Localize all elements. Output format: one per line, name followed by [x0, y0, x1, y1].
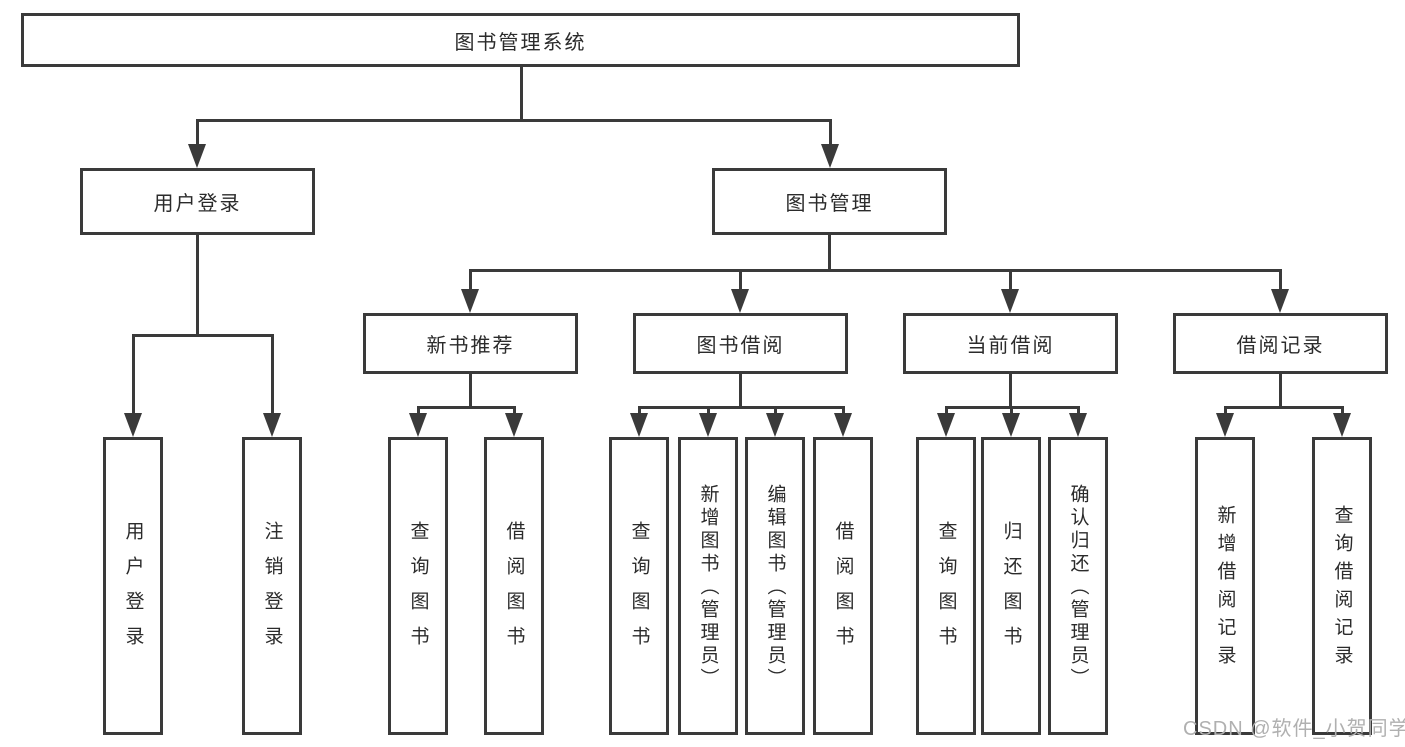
arrow-down-icon [188, 144, 206, 168]
node-label: 借阅图书 [503, 521, 525, 661]
connector-drop [1008, 269, 1012, 297]
node-leaf-user-login: 用户登录 [103, 437, 163, 735]
arrow-down-icon [731, 289, 749, 313]
node-label: 图书管理 [785, 193, 874, 215]
node-book-borrowing: 图书借阅 [633, 313, 848, 374]
connector-bar [1223, 406, 1344, 409]
node-label: 用户登录 [153, 193, 242, 215]
node-label: 查询图书 [628, 521, 650, 661]
arrow-down-icon [1271, 289, 1289, 313]
node-label: 借阅记录 [1236, 335, 1325, 357]
arrow-down-icon [1333, 413, 1351, 437]
node-leaf-query-borrow-record: 查询借阅记录 [1312, 437, 1372, 735]
connector-stem [519, 67, 523, 122]
node-leaf-borrow-books-2: 借阅图书 [813, 437, 873, 735]
node-leaf-edit-books-admin: 编辑图书（管理员） [745, 437, 805, 735]
connector-drop [270, 334, 274, 421]
connector-bar [131, 334, 274, 337]
node-label: 查询借阅记录 [1331, 505, 1353, 673]
node-label: 归还图书 [1000, 521, 1022, 661]
connector-drop [1278, 269, 1282, 297]
node-leaf-borrow-books-1: 借阅图书 [484, 437, 544, 735]
node-label: 新增借阅记录 [1214, 505, 1236, 673]
node-label: 新书推荐 [426, 335, 515, 357]
connector-drop [468, 269, 472, 297]
node-leaf-query-books-2: 查询图书 [609, 437, 669, 735]
node-label: 查询图书 [407, 521, 429, 661]
connector-stem [1008, 374, 1012, 409]
arrow-down-icon [766, 413, 784, 437]
watermark: CSDN @软件_小贺同学 [1183, 718, 1405, 740]
arrow-down-icon [505, 413, 523, 437]
connector-stem [738, 374, 742, 409]
arrow-down-icon [834, 413, 852, 437]
connector-drop [195, 119, 199, 152]
node-label: 当前借阅 [966, 335, 1055, 357]
connector-stem [468, 374, 472, 409]
arrow-down-icon [937, 413, 955, 437]
arrow-down-icon [1069, 413, 1087, 437]
connector-stem [1278, 374, 1282, 409]
node-current-borrowing: 当前借阅 [903, 313, 1118, 374]
arrow-down-icon [124, 413, 142, 437]
arrow-down-icon [699, 413, 717, 437]
node-leaf-confirm-return-admin: 确认归还（管理员） [1048, 437, 1108, 735]
node-label: 用户登录 [122, 521, 144, 661]
arrow-down-icon [263, 413, 281, 437]
connector-bar [637, 406, 845, 409]
node-label: 图书借阅 [696, 335, 785, 357]
connector-stem [195, 235, 199, 337]
arrow-down-icon [821, 144, 839, 168]
node-label: 注销登录 [261, 521, 283, 661]
node-label: 查询图书 [935, 521, 957, 661]
node-new-book-recommend: 新书推荐 [363, 313, 578, 374]
arrow-down-icon [461, 289, 479, 313]
arrow-down-icon [409, 413, 427, 437]
node-user-login: 用户登录 [80, 168, 315, 235]
connector-drop [738, 269, 742, 297]
node-book-management: 图书管理 [712, 168, 947, 235]
node-leaf-add-borrow-record: 新增借阅记录 [1195, 437, 1255, 735]
connector-drop [131, 334, 135, 421]
connector-bar [416, 406, 516, 409]
node-borrowing-records: 借阅记录 [1173, 313, 1388, 374]
connector-drop [828, 119, 832, 152]
node-leaf-query-books-1: 查询图书 [388, 437, 448, 735]
node-leaf-return-books: 归还图书 [981, 437, 1041, 735]
arrow-down-icon [630, 413, 648, 437]
node-label: 新增图书（管理员） [697, 484, 719, 691]
node-label: 图书管理系统 [454, 31, 587, 54]
node-system-root: 图书管理系统 [21, 13, 1020, 67]
node-label: 编辑图书（管理员） [764, 484, 786, 691]
arrow-down-icon [1001, 289, 1019, 313]
connector-bar [468, 269, 1282, 272]
connector-stem [827, 235, 831, 272]
connector-bar [195, 119, 832, 122]
node-leaf-add-books-admin: 新增图书（管理员） [678, 437, 738, 735]
node-label: 确认归还（管理员） [1067, 484, 1089, 691]
arrow-down-icon [1216, 413, 1234, 437]
node-leaf-logout: 注销登录 [242, 437, 302, 735]
node-leaf-query-books-3: 查询图书 [916, 437, 976, 735]
node-label: 借阅图书 [832, 521, 854, 661]
arrow-down-icon [1002, 413, 1020, 437]
